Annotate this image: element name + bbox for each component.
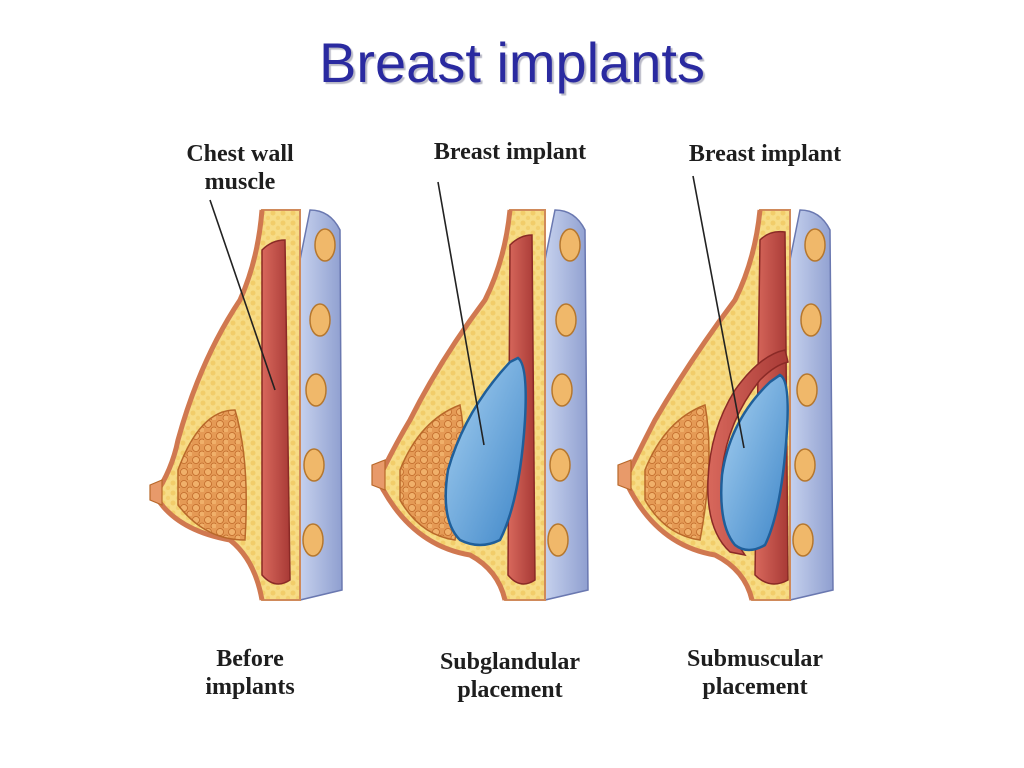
label-breast-implant-submuscular: Breast implant xyxy=(688,141,842,167)
implant-submuscular xyxy=(720,373,789,552)
panel-subglandular xyxy=(371,181,589,601)
implant-subglandular xyxy=(444,356,527,547)
slide-title: Breast implants xyxy=(319,31,705,94)
ribs xyxy=(302,228,336,557)
label-subglandular-placement: Subglandular placement xyxy=(439,649,581,703)
label-before-implants: Before implants xyxy=(205,646,295,700)
label-submuscular-placement: Submuscular placement xyxy=(686,646,824,700)
mammary-glands xyxy=(177,409,247,541)
panel-before-implants xyxy=(149,199,343,601)
chest-muscle xyxy=(261,239,291,585)
label-breast-implant-subglandular: Breast implant xyxy=(433,139,587,165)
panel-submuscular xyxy=(617,175,834,601)
label-chest-wall-muscle: Chest wall muscle xyxy=(186,141,294,195)
muscle-over-implant xyxy=(707,349,789,557)
